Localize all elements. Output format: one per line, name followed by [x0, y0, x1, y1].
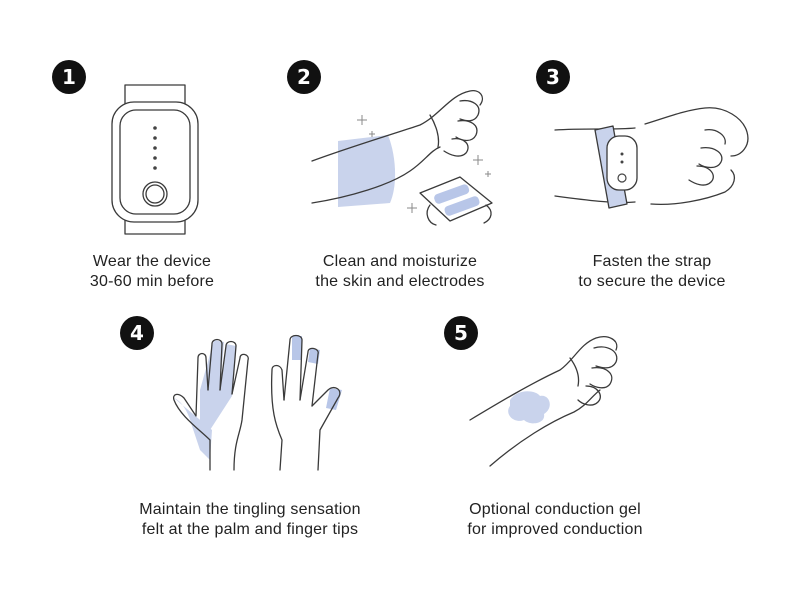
step-4-caption: Maintain the tingling sensation felt at … [139, 501, 361, 538]
step-2-caption: Clean and moisturize the skin and electr… [315, 253, 485, 290]
device-icon [111, 84, 199, 235]
step-4-badge: 4 [120, 316, 154, 350]
step-5-badge: 5 [444, 316, 478, 350]
step-5-caption: Optional conduction gel for improved con… [467, 501, 643, 538]
step-3-caption: Fasten the strap to secure the device [578, 253, 726, 290]
step-2-badge: 2 [287, 60, 321, 94]
hand-cleaning-icon [311, 90, 493, 226]
step-3-badge: 3 [536, 60, 570, 94]
step-1-caption: Wear the device 30-60 min before [89, 253, 215, 290]
step-1-badge: 1 [52, 60, 86, 94]
tingling-hands-icon [172, 334, 342, 471]
strap-wrist-icon [554, 107, 749, 209]
gel-wrist-icon [469, 336, 618, 467]
